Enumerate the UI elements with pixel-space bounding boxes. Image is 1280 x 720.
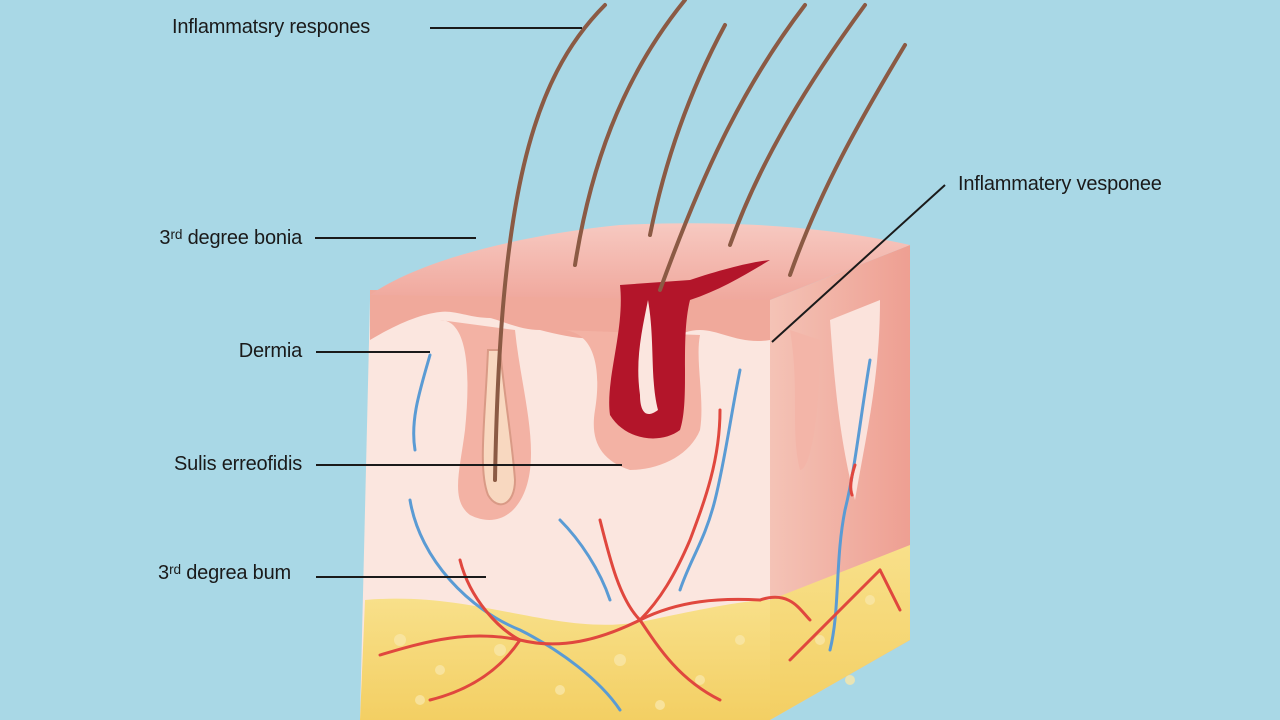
block-side-face (770, 245, 910, 720)
leader-lines (315, 27, 946, 578)
label-third-degree-burn: 3ʳᵈ degrea bum (158, 562, 291, 584)
label-inflammatory-response-top: Inflammatsry respones (172, 16, 371, 38)
hair-strands (493, 0, 907, 482)
label-third-degree-bonia: 3ʳᵈ degree bonia (159, 227, 302, 249)
label-subcutaneous: Sulis erreofidis (174, 453, 302, 475)
burn-wound (609, 260, 770, 439)
arteries (378, 408, 902, 702)
label-inflammatory-response-right: Inflammatery vesponee (958, 173, 1162, 195)
veins (408, 353, 872, 712)
label-dermia: Dermia (238, 340, 302, 362)
